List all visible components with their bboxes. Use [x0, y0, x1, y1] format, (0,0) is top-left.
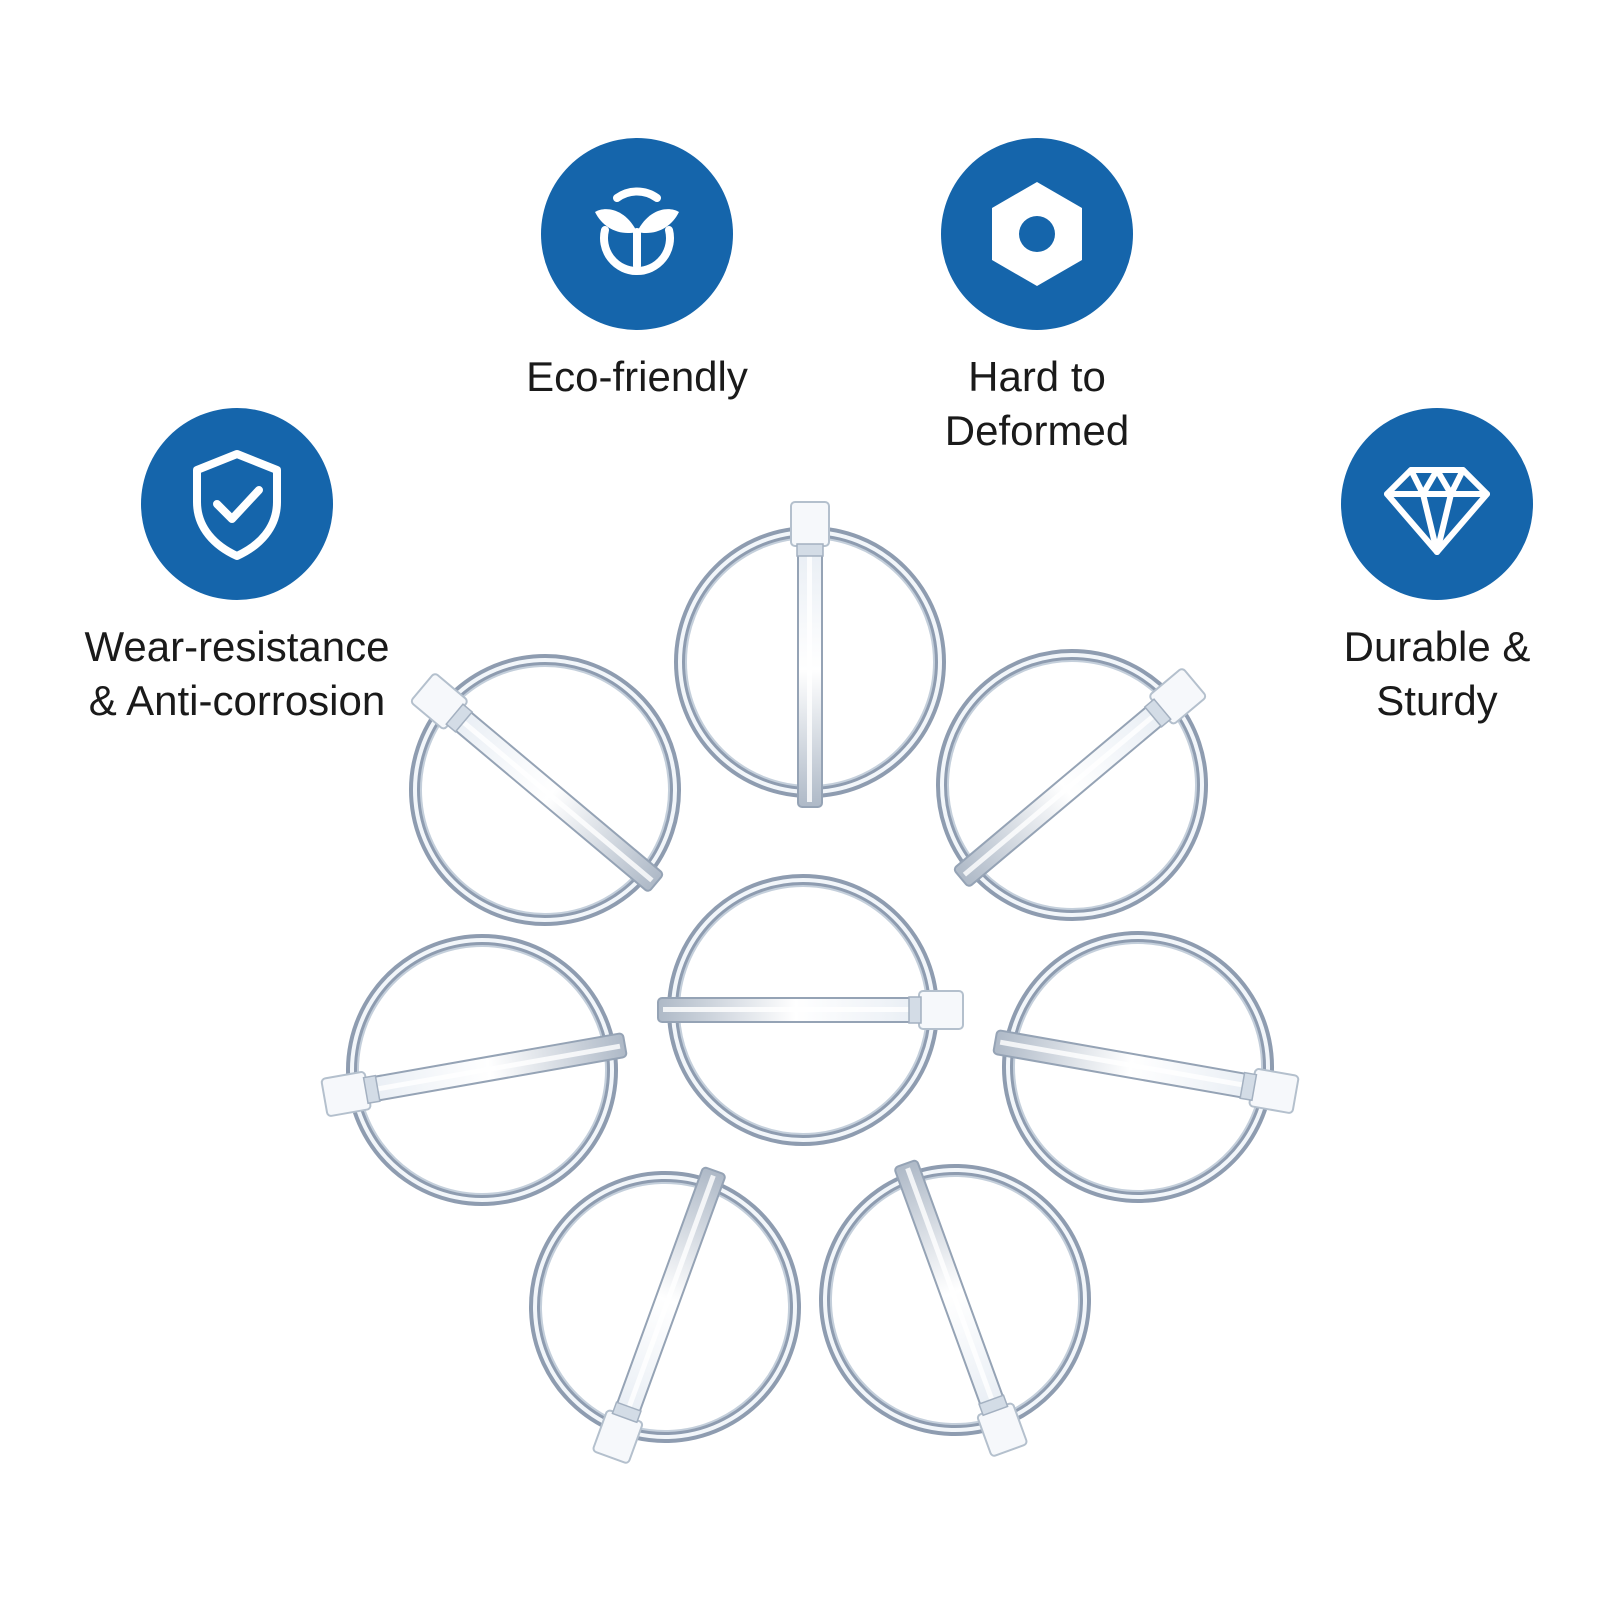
- feature-hard-to-deformed: Hard to Deformed: [857, 138, 1217, 458]
- hard-badge: [941, 138, 1133, 330]
- linch-pin-center: [658, 880, 963, 1140]
- feature-label-line1: Durable &: [1343, 623, 1531, 670]
- wear-badge: [141, 408, 333, 600]
- durable-badge: [1341, 408, 1533, 600]
- feature-label-line1: Wear-resistance: [84, 623, 390, 670]
- feature-label: Durable & Sturdy: [1257, 620, 1600, 728]
- diamond-icon: [1384, 467, 1490, 555]
- feature-eco-friendly: Eco-friendly: [457, 138, 817, 404]
- linch-pin-top: [680, 502, 940, 807]
- eco-badge: [541, 138, 733, 330]
- feature-label-line2: Sturdy: [1376, 677, 1498, 724]
- feature-label: Hard to Deformed: [857, 350, 1217, 458]
- feature-label-line2: Deformed: [944, 407, 1130, 454]
- feature-wear-resistance: Wear-resistance & Anti-corrosion: [57, 408, 417, 728]
- feature-label: Wear-resistance & Anti-corrosion: [57, 620, 417, 728]
- feature-durable-sturdy: Durable & Sturdy: [1257, 408, 1600, 728]
- linch-pin-middle-left: [302, 917, 648, 1226]
- hex-nut-icon: [992, 182, 1082, 286]
- sprout-icon: [595, 187, 679, 276]
- feature-label-line2: & Anti-corrosion: [88, 677, 386, 724]
- linch-pin-middle-right: [973, 914, 1319, 1223]
- feature-label-line1: Hard to: [968, 353, 1106, 400]
- feature-label: Eco-friendly: [457, 350, 817, 404]
- shield-check-icon: [193, 450, 281, 560]
- feature-label-line1: Eco-friendly: [526, 353, 748, 400]
